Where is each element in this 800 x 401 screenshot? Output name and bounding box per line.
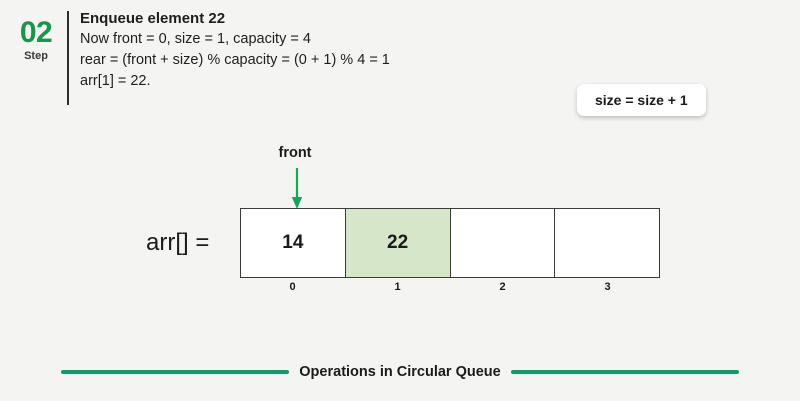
array-index-2: 2 [499, 281, 506, 293]
description-line-2: rear = (front + size) % capacity = (0 + … [80, 52, 390, 68]
formula-badge: size = size + 1 [577, 84, 706, 116]
step-description: Enqueue element 22 Now front = 0, size =… [80, 9, 560, 92]
description-line-3: arr[1] = 22. [80, 73, 151, 89]
array-index-1: 1 [394, 281, 401, 293]
array-cell-3[interactable] [555, 209, 659, 277]
step-number: 02 [19, 16, 53, 49]
description-line-1: Now front = 0, size = 1, capacity = 4 [80, 31, 311, 47]
array-cell-0[interactable]: 14 [241, 209, 346, 277]
footer-rule-left [61, 370, 290, 374]
step-badge: 02 Step [10, 18, 62, 62]
array-index-3: 3 [604, 281, 611, 293]
front-pointer: front [260, 144, 330, 162]
array-label: arr[] = [146, 229, 210, 256]
array-cell-value: 14 [282, 232, 304, 253]
front-pointer-label: front [278, 145, 312, 161]
vertical-divider [67, 11, 69, 105]
array-cell-2[interactable] [450, 209, 556, 277]
footer-title: Operations in Circular Queue [299, 364, 501, 380]
array-cell-value: 22 [387, 232, 409, 253]
array-container: 14 22 [240, 208, 660, 278]
array-cell-1[interactable]: 22 [345, 209, 451, 277]
step-label: Step [24, 50, 48, 62]
array-index-0: 0 [289, 281, 296, 293]
step-title: Enqueue element 22 [80, 10, 226, 27]
footer-rule-right [510, 370, 739, 374]
array-index-row: 0 1 2 3 [240, 281, 660, 293]
footer-banner: Operations in Circular Queue [0, 364, 800, 380]
down-arrow-icon [291, 168, 303, 209]
